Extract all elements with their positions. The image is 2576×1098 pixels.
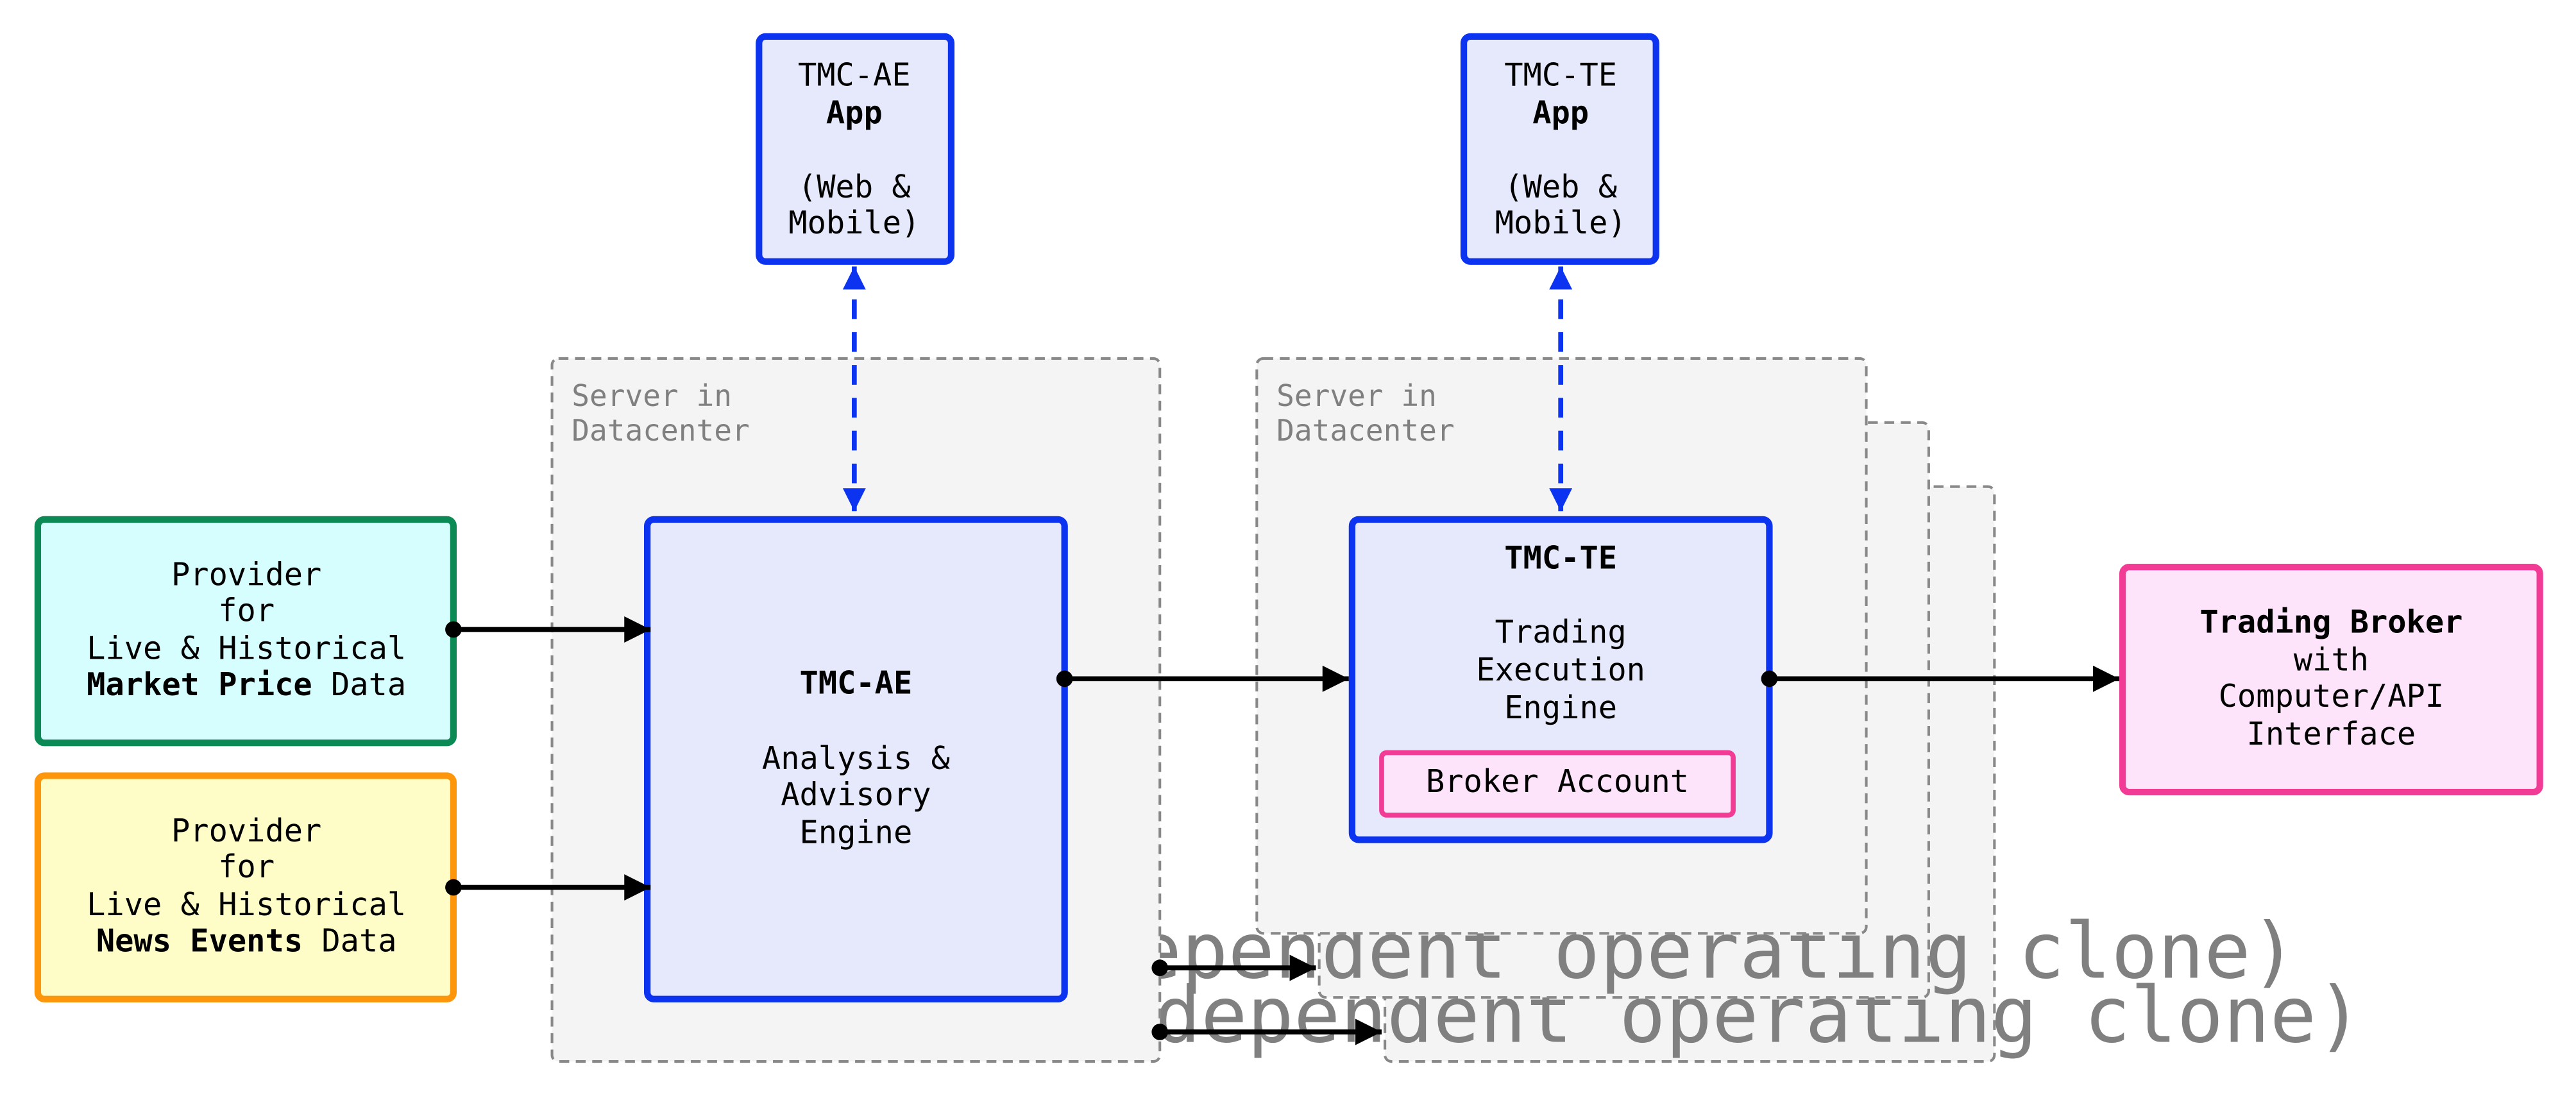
trading-broker-box: Trading Broker with Computer/API Interfa…	[2119, 564, 2543, 796]
app-te-line3: (Web &	[1504, 169, 1617, 205]
app-box-te: TMC-TE App (Web & Mobile)	[1460, 33, 1659, 265]
engine-te-box: TMC-TE Trading Execution Engine Broker A…	[1348, 516, 1773, 843]
engine-ae-box: TMC-AE Analysis & Advisory Engine	[644, 516, 1068, 1002]
provider-market-line1: Provider	[171, 557, 321, 593]
app-ae-title: TMC-AE	[798, 58, 911, 94]
server-ae-label-2: Datacenter	[572, 413, 750, 448]
trading-broker-line3: Interface	[2247, 716, 2416, 752]
arrow-market-to-ae	[445, 616, 651, 643]
trading-broker-line2: Computer/API	[2219, 679, 2445, 714]
broker-account-label: Broker Account	[1426, 764, 1689, 800]
arrow-news-to-ae	[445, 874, 651, 901]
server-ae-label-1: Server in	[572, 378, 732, 413]
provider-news-line2: for	[218, 849, 275, 885]
engine-te-title: TMC-TE	[1504, 541, 1617, 577]
provider-market-rest: Data	[312, 667, 406, 703]
app-ae-line4: Mobile)	[788, 205, 920, 241]
arrow-ae-to-te	[1056, 665, 1349, 692]
trading-broker-title: Trading Broker	[2199, 605, 2462, 641]
engine-ae-line3: Engine	[800, 815, 913, 850]
provider-news-line3: Live & Historical	[87, 887, 406, 923]
engine-ae-title: TMC-AE	[800, 665, 913, 701]
engine-te-line2: Execution	[1476, 652, 1645, 688]
app-te-bold: App	[1532, 96, 1589, 131]
provider-news-box: Provider for Live & Historical News Even…	[34, 772, 457, 1002]
broker-account-box: Broker Account	[1379, 750, 1736, 818]
engine-te-line1: Trading	[1495, 614, 1627, 650]
provider-market-box: Provider for Live & Historical Market Pr…	[34, 516, 457, 747]
arrow-ae-to-clone-2	[1151, 1018, 1382, 1045]
engine-ae-line2: Advisory	[781, 777, 931, 813]
provider-news-line1: Provider	[171, 813, 321, 849]
app-ae-bold: App	[826, 96, 883, 131]
engine-ae-line1: Analysis &	[762, 741, 951, 777]
arrow-te-to-broker	[1761, 665, 2119, 692]
app-te-title: TMC-TE	[1504, 58, 1617, 94]
app-ae-line3: (Web &	[798, 169, 911, 205]
provider-market-line2: for	[218, 593, 275, 629]
engine-te-line3: Engine	[1504, 690, 1617, 726]
app-box-ae: TMC-AE App (Web & Mobile)	[756, 33, 955, 265]
server-te-label-1: Server in	[1276, 378, 1437, 413]
trading-broker-line1: with	[2294, 643, 2369, 679]
provider-market-line3: Live & Historical	[87, 631, 406, 667]
provider-news-rest: Data	[303, 924, 396, 959]
server-te-label-2: Datacenter	[1276, 413, 1455, 448]
provider-market-line4: Market Price Data	[87, 667, 406, 703]
arrow-ae-to-clone-1	[1151, 954, 1316, 981]
provider-news-bold: News Events	[96, 924, 303, 959]
app-te-line4: Mobile)	[1495, 205, 1627, 241]
provider-market-bold: Market Price	[87, 667, 312, 703]
provider-news-line4: News Events Data	[96, 924, 397, 959]
